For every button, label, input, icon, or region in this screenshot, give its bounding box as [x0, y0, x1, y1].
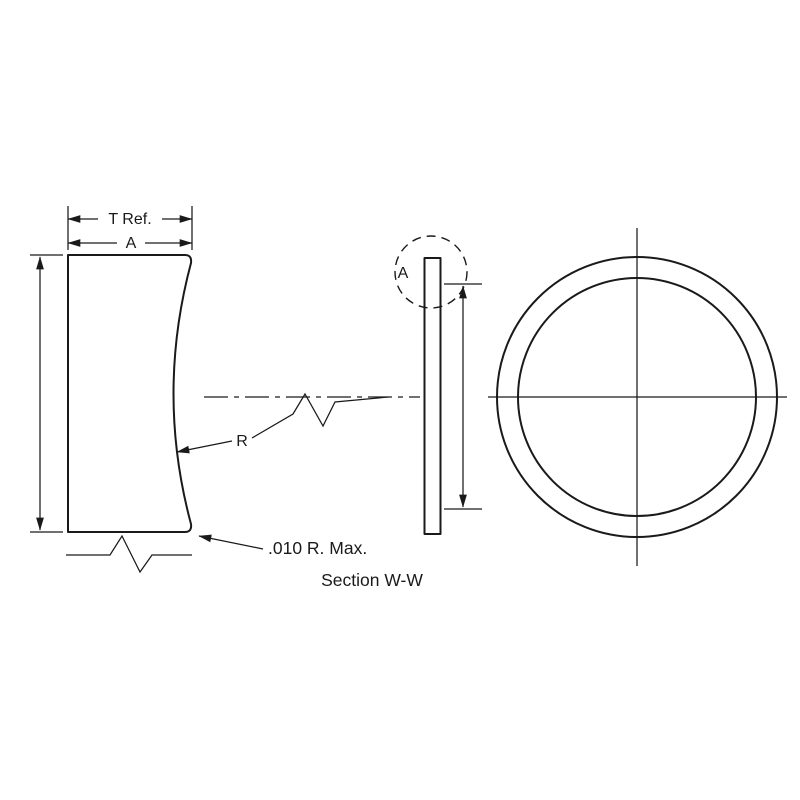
- corner-radius-leader: [198, 534, 264, 550]
- dim-label-t-ref: T Ref.: [108, 211, 151, 228]
- radius-leader: [176, 440, 233, 454]
- dim-label-a: A: [126, 235, 137, 252]
- edge-view: A: [394, 235, 482, 535]
- label-backing: [98, 209, 162, 228]
- detail-label-a: A: [398, 265, 409, 282]
- radius-leader-break: [251, 392, 389, 439]
- corner-radius-note: .010 R. Max.: [268, 538, 367, 558]
- label-backing: [117, 234, 145, 252]
- section-view: T Ref. A R .010 R. Max. Section W-W: [30, 206, 423, 590]
- bottom-break-line: [66, 534, 192, 574]
- section-caption: Section W-W: [321, 570, 423, 590]
- edge-view-outline: [423, 257, 442, 535]
- front-view: [488, 228, 787, 566]
- radius-label: R: [236, 433, 248, 450]
- section-part-outline: [67, 254, 193, 533]
- detail-circle-a: [394, 235, 468, 309]
